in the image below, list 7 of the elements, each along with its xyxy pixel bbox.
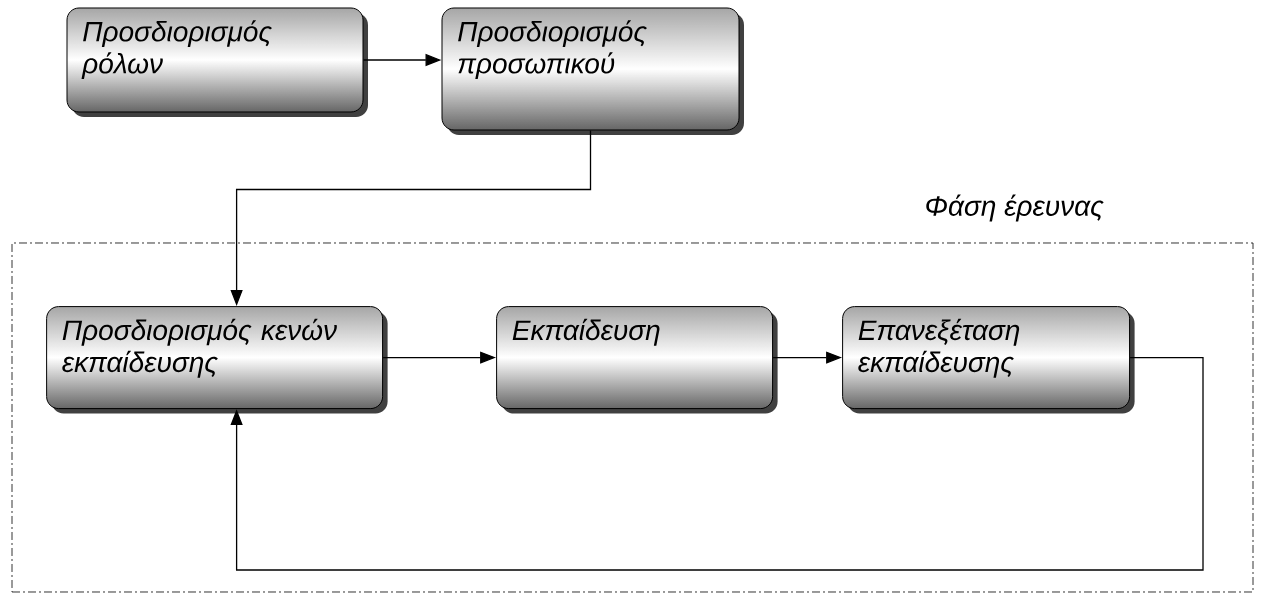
arrow — [230, 356, 1204, 571]
phase-heading: Φάση έρευνας — [926, 194, 1104, 222]
process-box: Προσδιορισμός προσωπικού — [441, 7, 744, 135]
process-box: Προσδιορισμός ρόλων — [66, 7, 368, 117]
process-box: Εκπαίδευση — [496, 306, 778, 414]
process-box: Προσδιορισμός κενών εκπαίδευσης — [46, 306, 388, 414]
process-box: Επανεξέταση εκπαίδευσης — [842, 306, 1135, 414]
